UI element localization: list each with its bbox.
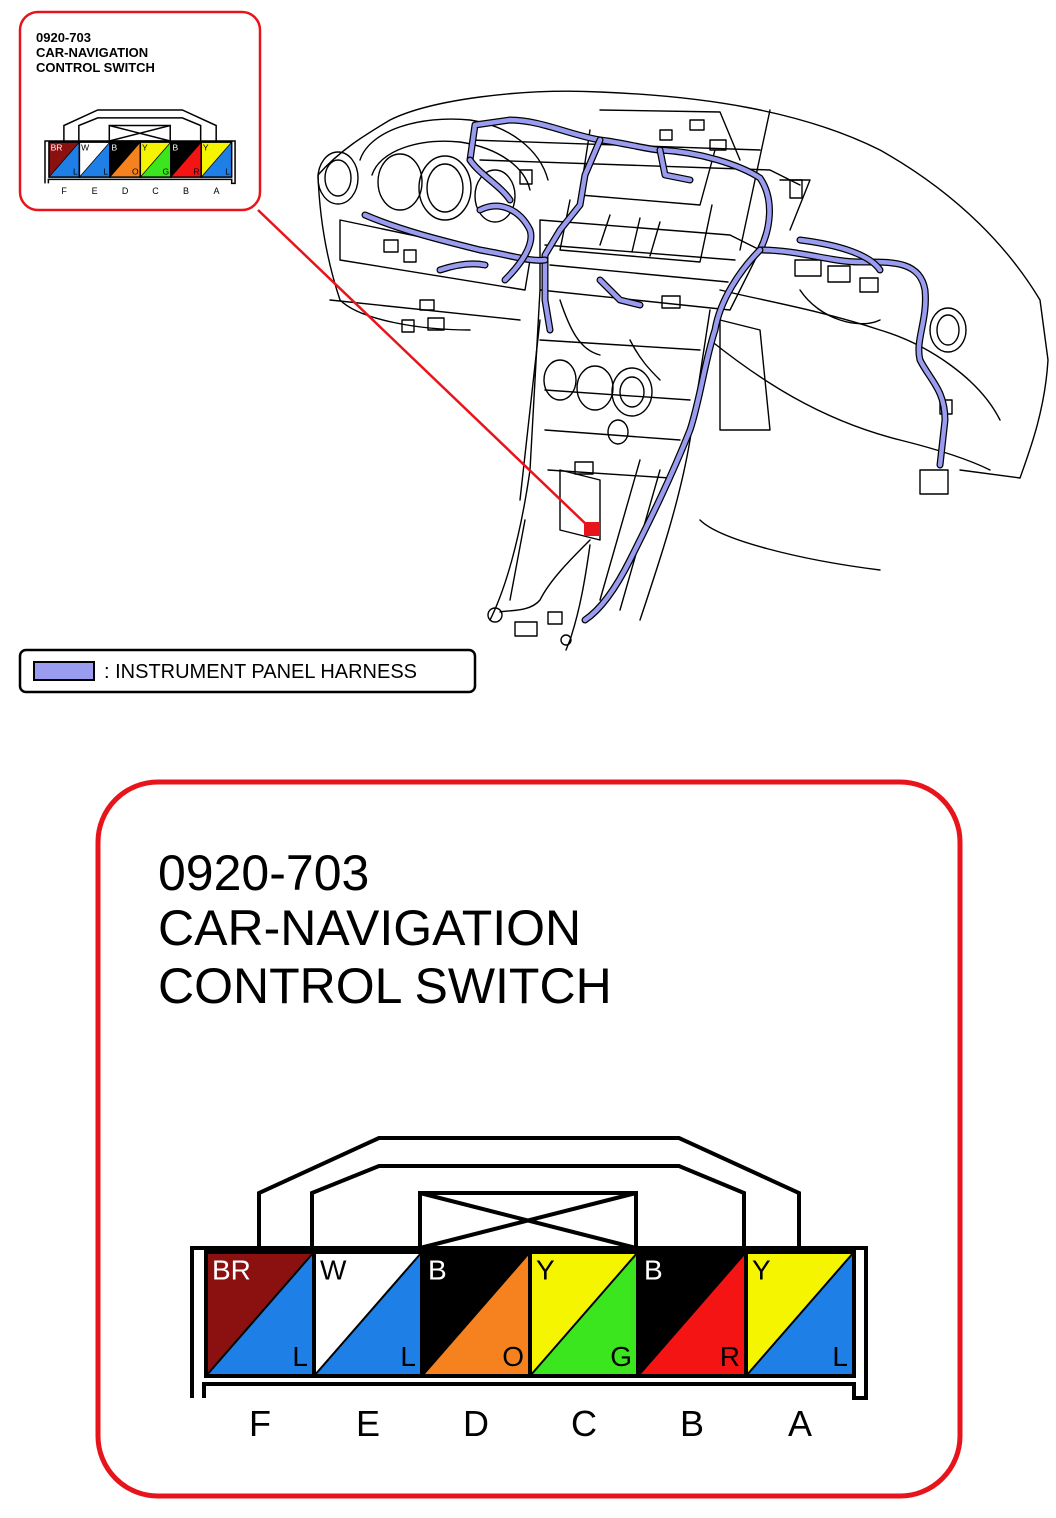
connector-latch [257,1136,801,1248]
pin-cavity [744,1250,856,1378]
pin-divider [205,1251,315,1377]
pin-primary-code: Y [203,142,209,152]
pin-stripe-code: L [400,1341,416,1372]
pin-primary-code: BR [51,142,63,152]
pin-divider [745,1251,855,1377]
connector-key [108,124,171,142]
pin-primary-code: B [428,1254,447,1285]
connector-code: 0920-703 [158,845,369,901]
pin-A: Y LA [744,1250,856,1444]
pin-stripe-code: L [832,1341,848,1372]
pin-cavity [200,141,233,178]
pin-letter: A [213,186,219,196]
connector-name-line2: CONTROL SWITCH [158,958,612,1014]
pin-letter: E [356,1403,380,1444]
pin-C: Y GC [139,141,172,196]
connector-latch-inner [78,117,202,142]
pin-divider [48,141,80,178]
pin-F: BR LF [48,141,81,196]
pin-letter: D [463,1403,489,1444]
pin-primary-code: B [112,142,118,152]
pin-divider [529,1251,639,1377]
pin-divider [140,141,172,178]
connector-latch-inner [310,1164,746,1248]
pin-letter: B [680,1403,704,1444]
connector-location-marker [584,522,600,536]
pin-letter: E [92,186,98,196]
pin-stripe-code: R [193,166,199,176]
pin-primary-code: W [81,142,89,152]
pin-primary-code: Y [752,1254,771,1285]
pin-letter: A [788,1403,812,1444]
connector-key [418,1191,638,1250]
pin-letter: F [61,186,67,196]
legend: : INSTRUMENT PANEL HARNESS [18,648,477,694]
pin-A: Y LA [200,141,233,196]
pin-divider [79,141,111,178]
pin-stripe-code: G [610,1341,632,1372]
pin-C: Y GC [528,1250,640,1444]
pin-stripe-code: R [720,1341,740,1372]
pin-divider [109,141,141,178]
pin-primary-code: W [320,1254,347,1285]
pin-letter: C [152,186,159,196]
mini-connector-name-line2: CONTROL SWITCH [36,60,155,75]
callout-leader-line [257,209,591,529]
pin-letter: B [183,186,189,196]
pin-F: BR LF [204,1250,316,1444]
pin-primary-code: Y [536,1254,555,1285]
pin-stripe-code: L [73,166,78,176]
connector-detail-box: 0920-703 CAR-NAVIGATION CONTROL SWITCH B… [95,779,963,1499]
pin-primary-code: Y [142,142,148,152]
pin-divider [421,1251,531,1377]
pin-letter: D [122,186,129,196]
pin-letter: C [571,1403,597,1444]
pin-primary-code: BR [212,1254,251,1285]
pin-stripe-code: G [162,166,169,176]
instrument-panel-harness [361,116,949,624]
pin-stripe-code: L [103,166,108,176]
legend-harness-swatch [33,661,95,681]
connector-key-cross [419,1191,637,1250]
pin-E: W LE [312,1250,424,1444]
pin-primary-code: B [644,1254,663,1285]
pin-stripe-code: O [502,1341,524,1372]
pin-divider [313,1251,423,1377]
pin-stripe-code: L [292,1341,308,1372]
mini-connector-code: 0920-703 [36,30,91,45]
pin-letter: F [249,1403,271,1444]
pin-divider [200,141,232,178]
legend-label: : INSTRUMENT PANEL HARNESS [104,661,417,683]
pin-divider [637,1251,747,1377]
pin-B: BRB [636,1250,748,1444]
pin-D: B OD [420,1250,532,1444]
connector-latch [63,109,217,142]
pin-stripe-code: O [132,166,139,176]
pin-stripe-code: L [225,166,230,176]
pin-divider [170,141,202,178]
pin-primary-code: B [172,142,178,152]
connector-name-line1: CAR-NAVIGATION [158,900,581,956]
mini-callout-box: 0920-703 CAR-NAVIGATION CONTROL SWITCH B… [18,10,262,212]
mini-connector-name-line1: CAR-NAVIGATION [36,45,148,60]
connector-key-cross [109,124,171,142]
